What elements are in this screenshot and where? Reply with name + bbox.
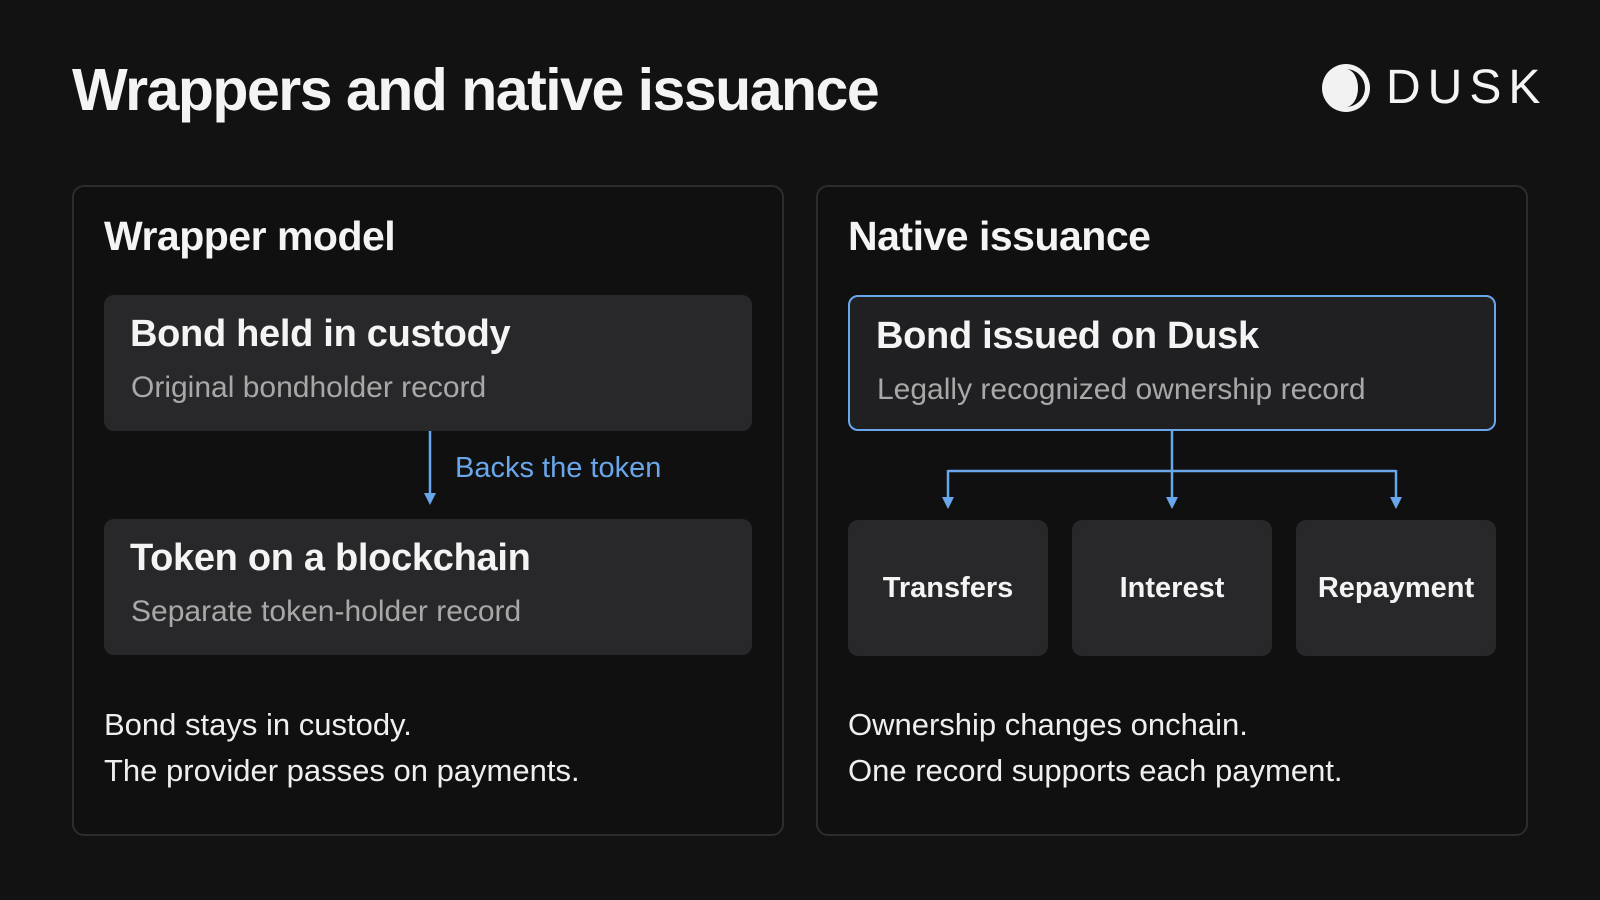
- page-title: Wrappers and native issuance: [72, 57, 880, 123]
- logo-text: DUSK: [1386, 61, 1548, 114]
- caption-line: One record supports each payment.: [848, 753, 1343, 788]
- caption-line: The provider passes on payments.: [104, 753, 580, 788]
- caption: Ownership changes onchain. One record su…: [848, 702, 1343, 794]
- caption: Bond stays in custody. The provider pass…: [104, 702, 580, 794]
- bond-issued-card: Bond issued on Dusk Legally recognized o…: [848, 295, 1496, 431]
- arrow-label: Backs the token: [455, 452, 662, 484]
- backs-token-arrow: [424, 431, 436, 505]
- outcome-card-interest: Interest: [1072, 520, 1272, 656]
- wrapper-model-panel: Wrapper model Bond held in custody Origi…: [72, 185, 784, 836]
- card-title: Token on a blockchain: [130, 537, 531, 579]
- card-subtitle: Separate token-holder record: [131, 595, 522, 628]
- bond-custody-card: Bond held in custody Original bondholder…: [104, 295, 752, 431]
- card-subtitle: Legally recognized ownership record: [877, 373, 1366, 406]
- branch-arrows: [942, 431, 1402, 509]
- panel-title: Native issuance: [848, 213, 1151, 259]
- token-card: Token on a blockchain Separate token-hol…: [104, 519, 752, 655]
- outcome-card-transfers: Transfers: [848, 520, 1048, 656]
- card-title: Bond issued on Dusk: [876, 315, 1259, 357]
- card-title: Bond held in custody: [130, 313, 511, 355]
- card-subtitle: Original bondholder record: [131, 371, 487, 404]
- caption-line: Ownership changes onchain.: [848, 707, 1248, 742]
- panel-title: Wrapper model: [104, 213, 396, 259]
- outcome-card-repayment: Repayment: [1296, 520, 1496, 656]
- caption-line: Bond stays in custody.: [104, 707, 412, 742]
- native-issuance-panel: Native issuance Bond issued on Dusk Lega…: [816, 185, 1528, 836]
- logo: DUSK: [1322, 64, 1547, 112]
- half-moon-logo-icon: [1322, 64, 1370, 112]
